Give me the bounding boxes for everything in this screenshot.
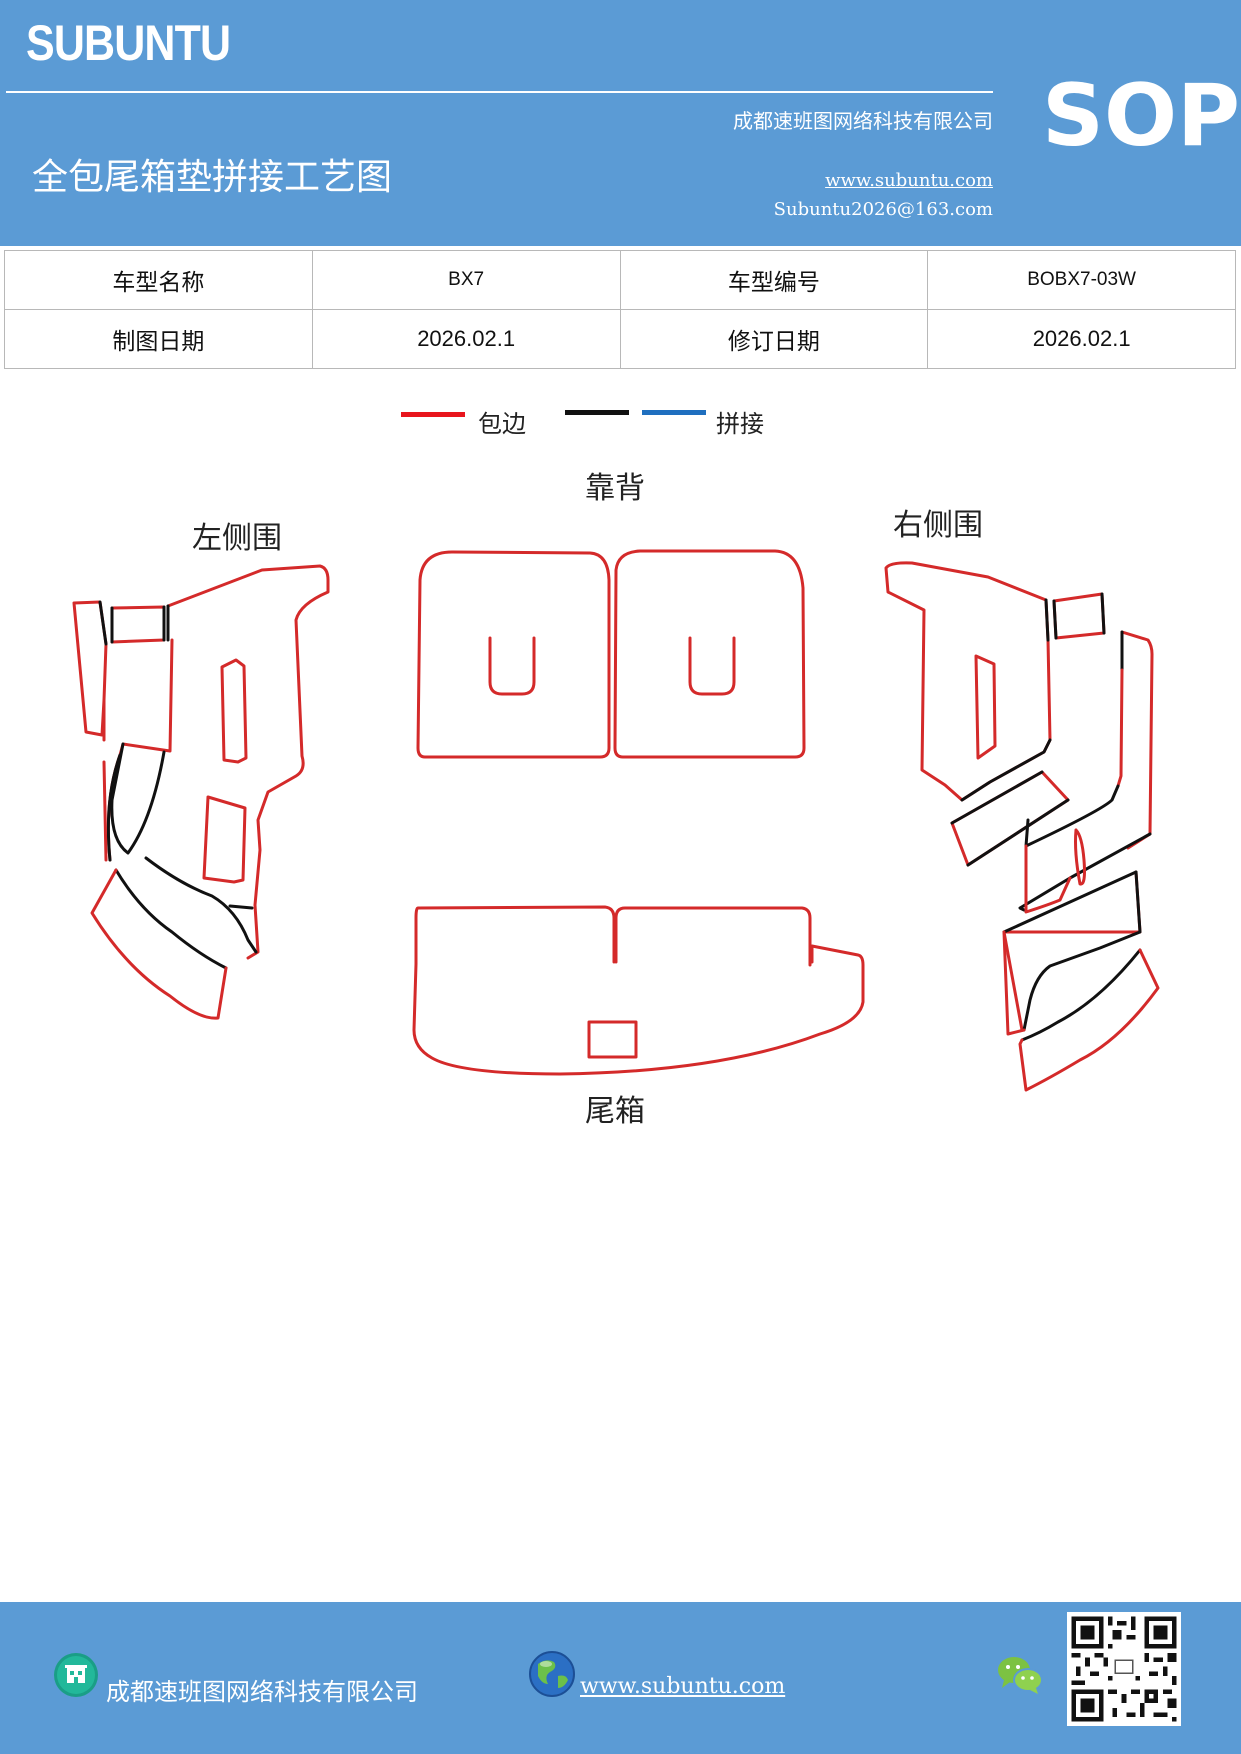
table-cell-label: 制图日期 [4,309,313,369]
label-right: 右侧围 [893,508,983,543]
backrest-right-panel [613,549,806,759]
left-side-panels [72,564,330,1020]
table-cell-value: BOBX7-03W [927,250,1236,310]
globe-icon [529,1651,575,1697]
label-trunk: 尾箱 [585,1094,645,1129]
table-cell-label: 车型编号 [619,250,929,310]
table-row: 车型名称 BX7 车型编号 BOBX7-03W [4,250,1236,310]
wechat-icon [998,1657,1043,1694]
vehicle-info-table: 车型名称 BX7 车型编号 BOBX7-03W 制图日期 2026.02.1 修… [4,250,1236,369]
footer-website-link[interactable]: www.subuntu.com [580,1674,786,1699]
legend-swatch-edge [401,412,465,417]
right-side-panels [884,561,1160,1092]
footer-company-name: 成都速班图网络科技有限公司 [106,1678,418,1706]
legend-swatch-black [565,410,629,415]
brand-logo: SUBUNTU [26,15,231,71]
backrest-left-panel [416,550,611,759]
legend-swatch-joint [642,410,706,415]
legend-label-edge: 包边 [478,410,526,438]
sop-badge: SOP [1042,66,1241,166]
table-cell-value: 2026.02.1 [311,309,621,369]
mat-splice-diagram: 靠背 左侧围 右侧围 尾箱 [72,471,1160,1129]
table-cell-label: 修订日期 [619,309,929,369]
table-cell-value: 2026.02.1 [927,309,1236,369]
legend-label-joint: 拼接 [716,410,764,438]
header-divider [6,91,993,93]
header-email[interactable]: Subuntu2026@163.com [773,199,993,220]
header-company-name: 成都速班图网络科技有限公司 [733,109,993,133]
line-legend: 包边 拼接 [0,400,1241,440]
page-title: 全包尾箱垫拼接工艺图 [32,157,393,198]
qr-code[interactable] [1067,1612,1181,1726]
header-website-link[interactable]: www.subuntu.com [825,170,993,191]
trunk-floor-mat [412,905,865,1076]
company-building-icon [54,1653,98,1697]
header-banner: SUBUNTU SOP 成都速班图网络科技有限公司 全包尾箱垫拼接工艺图 www… [0,0,1241,246]
footer-banner: 成都速班图网络科技有限公司 www.subuntu.com [0,1602,1241,1754]
table-cell-label: 车型名称 [4,250,313,310]
label-back: 靠背 [585,471,645,506]
table-row: 制图日期 2026.02.1 修订日期 2026.02.1 [4,309,1236,369]
table-cell-value: BX7 [311,250,621,310]
label-left: 左侧围 [192,521,282,556]
